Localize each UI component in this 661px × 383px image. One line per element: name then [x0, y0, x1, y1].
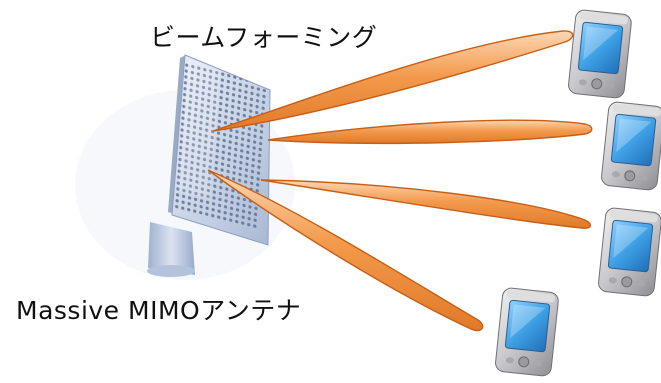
beam-4	[207, 169, 484, 332]
beam-group	[207, 30, 593, 332]
antenna-label: Massive MIMOアンテナ	[16, 296, 302, 325]
beam-1	[212, 30, 574, 132]
pda-phone-icon	[495, 287, 559, 377]
beamforming-label: ビームフォーミング	[150, 23, 378, 52]
pda-phone-icon	[568, 9, 632, 99]
antenna-pole	[147, 222, 195, 277]
pda-phone-icon	[601, 101, 661, 191]
pda-phone-icon	[598, 207, 661, 297]
beam-3	[260, 179, 591, 229]
beam-2	[267, 119, 593, 145]
antenna-panel-icon	[75, 54, 295, 280]
